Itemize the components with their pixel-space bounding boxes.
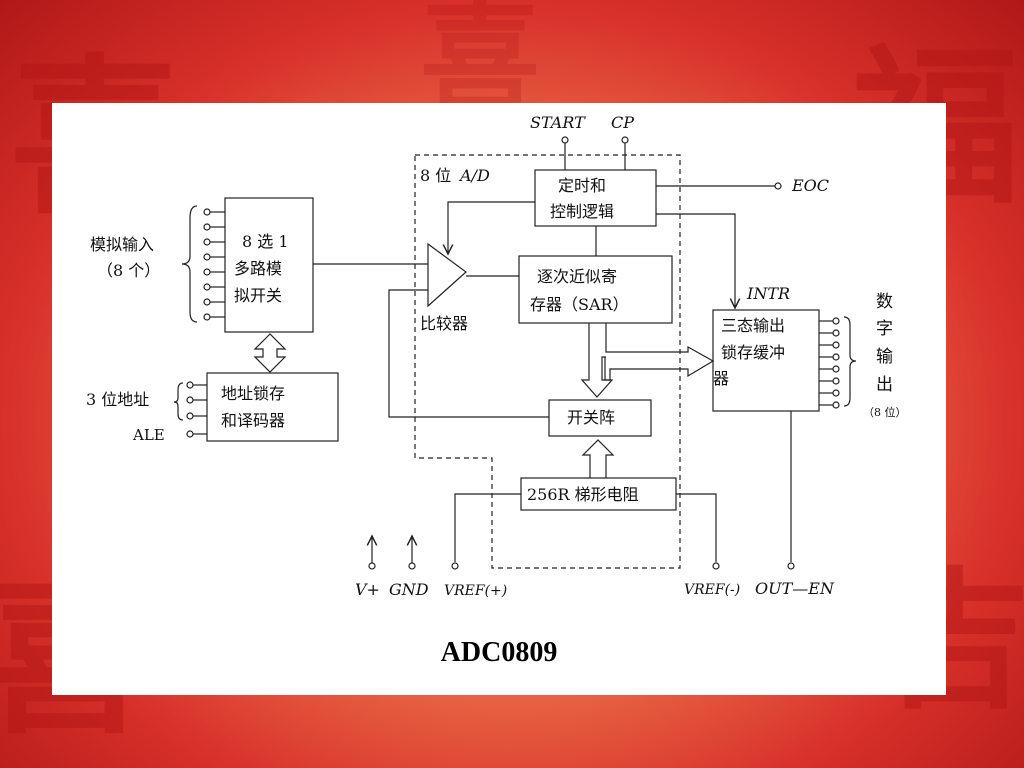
sar-block: [518, 255, 673, 324]
switch-array-block: [548, 399, 652, 437]
address-brace: [173, 382, 184, 421]
vref-minus-line: [676, 493, 717, 562]
ale-label: ALE: [132, 426, 165, 444]
sar-line1: 逐次近似寄: [537, 267, 617, 286]
vref-plus-pin: [451, 562, 459, 570]
digital-out-count: （8 位）: [863, 405, 907, 419]
control-to-buffer-arrow: [656, 213, 735, 308]
adc0809-block-diagram: 8 位 A/D START CP 定时和 控制逻辑 EOC INTR 模拟输入 …: [86, 113, 907, 599]
control-to-comparator-arrow: [448, 201, 535, 254]
sar-to-buffer-arrow: [601, 323, 715, 381]
mux-latch-double-arrow: [253, 333, 287, 373]
analog-input-label: 模拟输入: [90, 235, 154, 254]
mux-line2: 多路模: [234, 259, 282, 278]
buffer-line3: 器: [713, 369, 729, 388]
ladder-to-switch-arrow: [581, 439, 615, 478]
vref-plus-label: VREF(+): [444, 583, 507, 599]
switch-array-label: 开关阵: [567, 408, 615, 427]
address-latch-block: [206, 372, 339, 442]
sar-line2: 存器（SAR）: [530, 295, 629, 314]
digital-output-brace: [843, 316, 857, 407]
timing-line2: 控制逻辑: [550, 202, 614, 221]
cp-pin: [621, 136, 629, 144]
ladder-label: 256R 梯形电阻: [527, 485, 639, 504]
out-en-pin: [787, 562, 795, 570]
switch-to-comparator-feedback: [388, 289, 549, 418]
comparator-label: 比较器: [420, 314, 468, 333]
out-en-label: OUT—EN: [755, 579, 835, 598]
vref-minus-label: VREF(-): [684, 582, 740, 598]
vplus-label: V+: [355, 580, 380, 599]
vref-plus-line: [454, 493, 521, 562]
eoc-pin: [774, 182, 782, 190]
vref-minus-pin: [712, 562, 720, 570]
gnd-label: GND: [389, 580, 429, 599]
start-label: START: [530, 113, 586, 132]
digital-out-char-3: 输: [876, 347, 893, 367]
vplus-pin: [368, 562, 376, 570]
diagram-panel: 8 位 A/D START CP 定时和 控制逻辑 EOC INTR 模拟输入 …: [52, 103, 946, 695]
analog-input-count: （8 个）: [97, 261, 160, 280]
intr-label: INTR: [746, 284, 790, 303]
mux-line3: 拟开关: [234, 286, 282, 305]
diagram-caption: ADC0809: [440, 637, 558, 668]
mux-line1: 8 选 1: [242, 232, 289, 251]
eoc-label: EOC: [791, 176, 829, 195]
latch-line1: 地址锁存: [221, 384, 285, 403]
ad-boundary-dashed: [414, 154, 681, 569]
buffer-line1: 三态输出: [721, 316, 785, 335]
latch-line2: 和译码器: [221, 411, 285, 430]
mux-block: [224, 197, 314, 333]
cp-label: CP: [611, 113, 634, 132]
address-pins: [186, 381, 207, 438]
address-label: 3 位地址: [86, 390, 149, 409]
digital-out-char-4: 出: [876, 375, 893, 395]
comparator-triangle: [427, 242, 467, 308]
sar-to-switch-arrow: [580, 323, 614, 398]
analog-input-brace: [181, 205, 198, 323]
timing-line1: 定时和: [558, 176, 606, 195]
ad-label-ad: A/D: [458, 166, 490, 185]
digital-out-char-2: 字: [876, 319, 893, 339]
digital-output-pins: [819, 317, 840, 409]
output-buffer-block: [712, 309, 820, 412]
start-pin: [561, 136, 569, 144]
buffer-line2: 锁存缓冲: [721, 343, 785, 362]
analog-input-pins: [203, 208, 225, 321]
digital-out-char-1: 数: [876, 292, 893, 312]
gnd-pin: [408, 562, 416, 570]
ad-label-num: 8 位: [420, 166, 451, 185]
